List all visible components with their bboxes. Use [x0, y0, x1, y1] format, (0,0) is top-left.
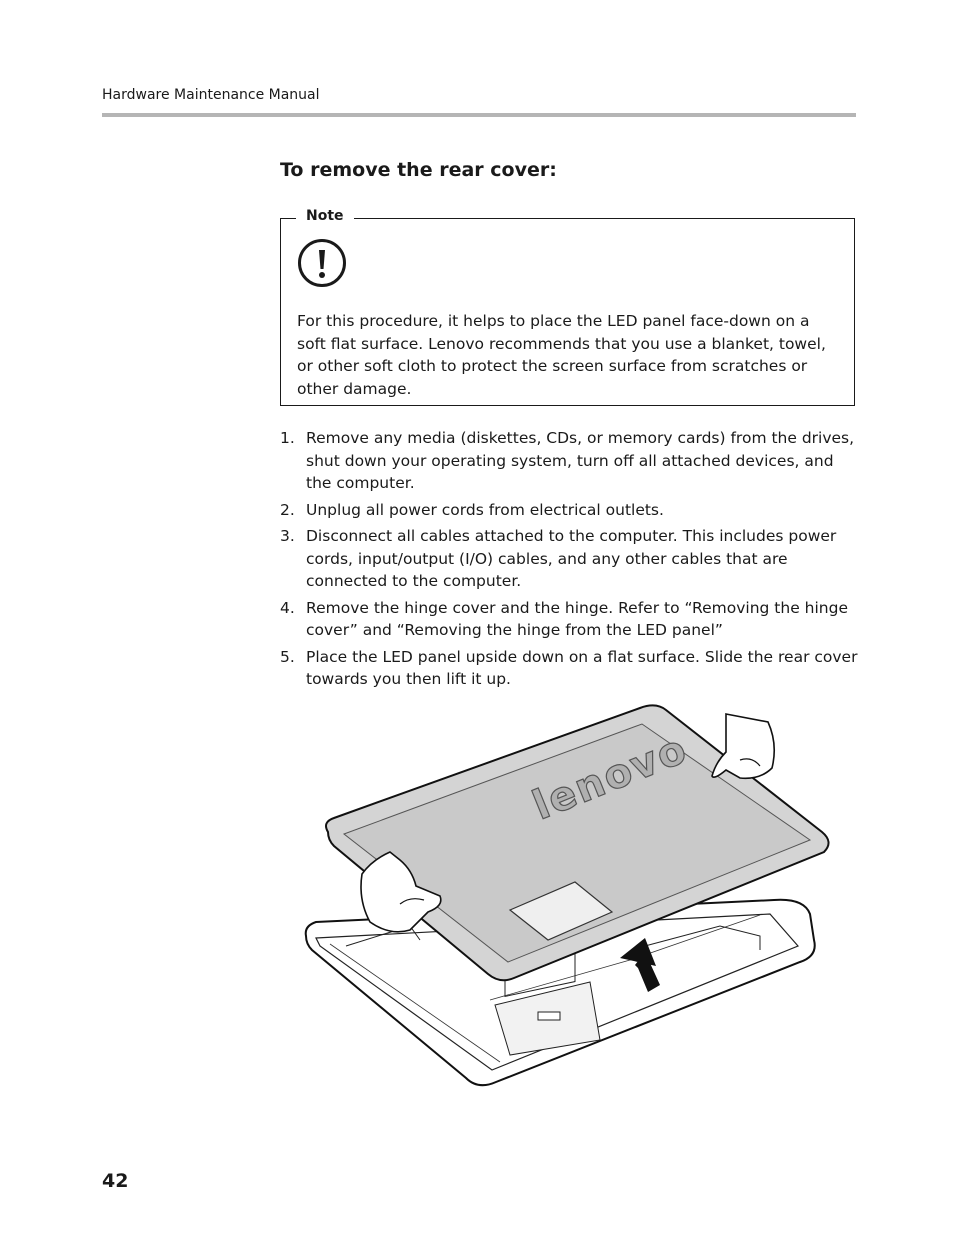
step-number: 1. [280, 429, 295, 447]
step-text: Disconnect all cables attached to the co… [306, 527, 837, 590]
note-box [280, 218, 855, 406]
rear-cover: lenovo [325, 704, 830, 982]
step-number: 2. [280, 500, 295, 519]
step-item: 4. Remove the hinge cover and the hinge.… [280, 597, 860, 642]
right-hand-icon [711, 713, 776, 780]
step-item: 5. Place the LED panel upside down on a … [280, 646, 860, 691]
left-hand-icon [360, 851, 442, 933]
step-text: Unplug all power cords from electrical o… [306, 500, 664, 519]
note-label: Note [296, 208, 354, 224]
section-title: To remove the rear cover: [280, 159, 557, 181]
step-text: Remove the hinge cover and the hinge. Re… [306, 598, 848, 640]
page-number: 42 [102, 1170, 129, 1192]
rear-cover-removal-illustration: lenovo [304, 704, 830, 1087]
lift-arrow-icon [620, 938, 660, 992]
step-text: Remove any media (diskettes, CDs, or mem… [306, 429, 855, 492]
header-title: Hardware Maintenance Manual [102, 87, 320, 103]
steps-list: 1. Remove any media (diskettes, CDs, or … [280, 427, 860, 695]
step-number: 3. [280, 527, 295, 545]
step-item: 1. Remove any media (diskettes, CDs, or … [280, 427, 860, 495]
header-rule [102, 113, 856, 117]
note-text: For this procedure, it helps to place th… [297, 312, 826, 398]
step-number: 5. [280, 647, 295, 666]
step-number: 4. [280, 598, 295, 617]
step-item: 2. Unplug all power cords from electrica… [280, 499, 860, 522]
step-item: 3. Disconnect all cables attached to the… [280, 525, 860, 593]
exclamation-circle-icon [298, 239, 346, 287]
step-text: Place the LED panel upside down on a fla… [306, 647, 858, 689]
chassis-frame [304, 898, 816, 1087]
